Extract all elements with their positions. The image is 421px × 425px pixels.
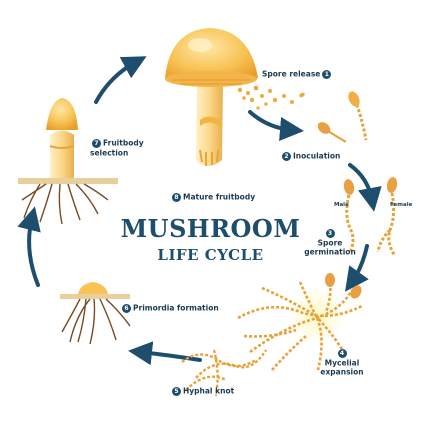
female-label: Female xyxy=(390,202,413,208)
germination-illustration xyxy=(343,177,398,257)
diagram-subtitle: LIFE CYCLE xyxy=(157,246,264,264)
arrow-primordia-to-selection xyxy=(17,206,41,287)
arrow-expansion-to-knot xyxy=(128,341,202,366)
diagram-title: MUSHROOM xyxy=(120,214,301,243)
arrow-germination-to-expansion xyxy=(345,244,369,292)
arrow-inoculation-to-germination xyxy=(348,163,382,212)
male-label: Male xyxy=(334,202,349,208)
mycelial-expansion-illustration xyxy=(237,273,363,371)
arrow-spore-to-inoculation xyxy=(248,110,304,141)
mature-fruitbody-illustration xyxy=(165,28,258,166)
fruitbody-selection-illustration xyxy=(18,98,118,225)
inoculation-illustration xyxy=(317,91,368,143)
cycle-arrows xyxy=(17,56,382,366)
arrow-selection-to-mature xyxy=(94,56,147,104)
hyphal-knot-illustration xyxy=(181,349,268,397)
spores-illustration xyxy=(237,85,305,110)
primordia-illustration xyxy=(60,282,131,345)
